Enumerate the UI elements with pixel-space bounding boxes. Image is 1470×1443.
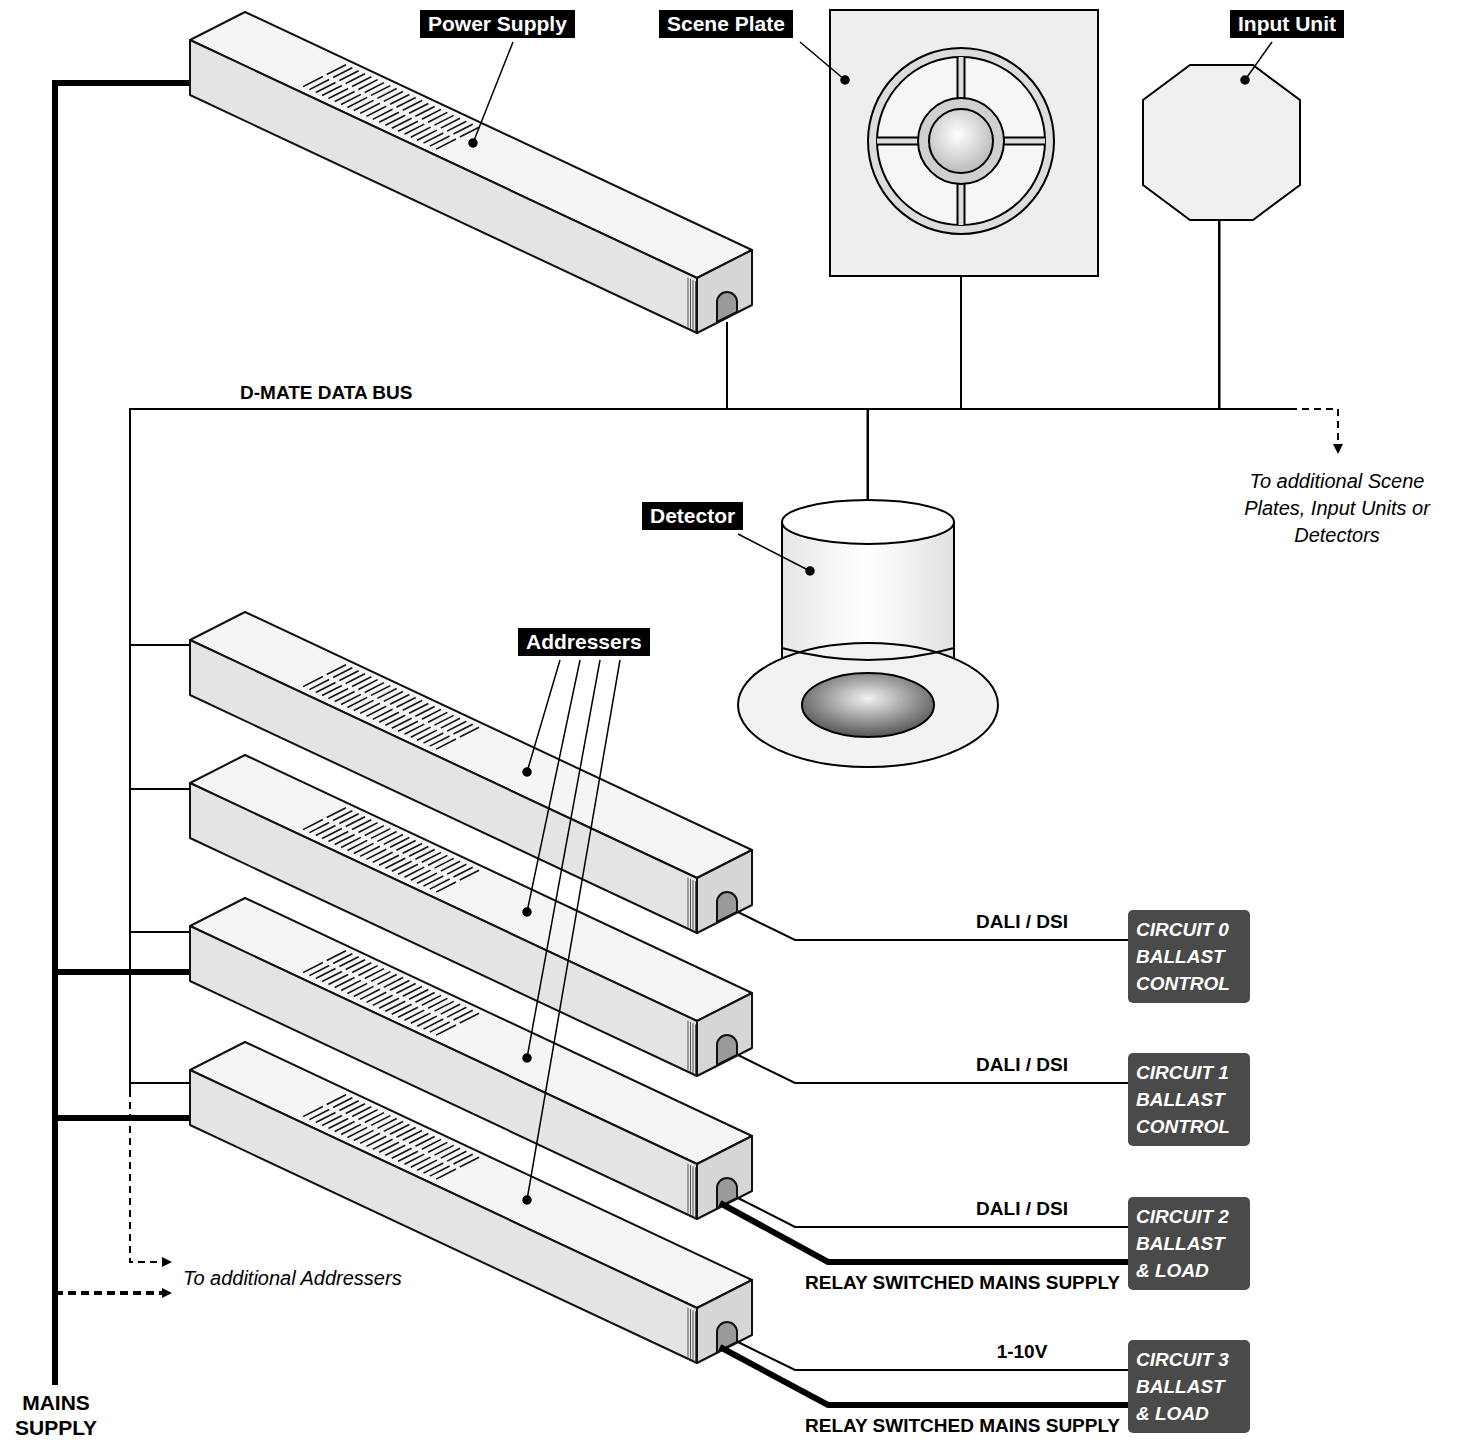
vent-slot <box>436 739 456 749</box>
bar-top <box>190 12 752 278</box>
bar-rib <box>688 1021 689 1071</box>
bar-rib <box>695 881 696 931</box>
vent-slot <box>460 727 479 737</box>
device-bar <box>190 12 752 333</box>
circuit-text: CIRCUIT 3 BALLAST & LOAD <box>1136 1346 1242 1427</box>
input-unit <box>1143 65 1300 220</box>
bar-end <box>697 250 752 333</box>
bar-rib <box>690 279 691 329</box>
device-bar <box>190 1042 752 1363</box>
circuit-box: CIRCUIT 1 BALLAST CONTROL <box>1128 1053 1250 1146</box>
bus-connector <box>727 220 1220 409</box>
vent-slot <box>436 1025 456 1035</box>
circuit-text: CIRCUIT 0 BALLAST CONTROL <box>1136 916 1242 997</box>
device-wires <box>868 220 1219 500</box>
bar-rib <box>695 281 696 331</box>
bar-rib <box>693 1023 694 1073</box>
bus-continuation <box>130 1090 170 1262</box>
device-area: Detector <box>737 500 998 767</box>
bar-end <box>697 850 752 933</box>
callout-tag: Scene Plate <box>659 10 793 38</box>
device-area: Scene Plate <box>827 10 1095 276</box>
bus-connector <box>727 276 961 409</box>
relay-mains <box>720 1203 1128 1405</box>
bar-end <box>697 993 752 1076</box>
callout-tag: Detector <box>642 502 743 530</box>
signal-label: RELAY SWITCHED MAINS SUPPLY <box>760 1271 1120 1295</box>
detector <box>738 500 998 767</box>
scene-plate <box>830 10 1098 276</box>
signal-label: RELAY SWITCHED MAINS SUPPLY <box>760 1414 1120 1438</box>
bar-socket <box>717 1035 737 1065</box>
circuit-text: CIRCUIT 2 BALLAST & LOAD <box>1136 1203 1242 1284</box>
note: To additional Scene Plates, Input Units … <box>1219 468 1455 549</box>
device-area: Power Supply <box>190 12 752 333</box>
bar-socket <box>717 292 737 322</box>
bar-socket <box>717 892 737 922</box>
bus-label: D-MATE DATA BUS <box>240 381 412 405</box>
leader-lines <box>469 42 1272 1204</box>
bar-rib <box>688 1308 689 1358</box>
bar-rib <box>690 879 691 929</box>
callout-tag: Power Supply <box>420 10 575 38</box>
bar-rib <box>695 1311 696 1361</box>
bar-rib <box>690 1309 691 1359</box>
callout-tag: Input Unit <box>1230 10 1344 38</box>
vent-slot <box>460 1013 479 1023</box>
bus-continuation <box>1290 409 1338 452</box>
callout-tag: Addressers <box>518 628 650 656</box>
circuit-box: CIRCUIT 3 BALLAST & LOAD <box>1128 1340 1250 1433</box>
signal-label: DALI / DSI <box>922 1197 1122 1221</box>
bar-rib <box>688 278 689 328</box>
vent-slot <box>460 870 479 880</box>
circuit-box: CIRCUIT 0 BALLAST CONTROL <box>1128 910 1250 1003</box>
bar-rib <box>695 1167 696 1217</box>
bar-front <box>190 1070 697 1363</box>
vent-slot <box>436 1169 456 1179</box>
circuit-text: CIRCUIT 1 BALLAST CONTROL <box>1136 1059 1242 1140</box>
vent-slot <box>436 882 456 892</box>
bar-rib <box>695 1024 696 1074</box>
vent-slot <box>460 1157 479 1167</box>
signal-label: 1-10V <box>922 1340 1122 1364</box>
bar-rib <box>690 1022 691 1072</box>
mains-continuation <box>55 1291 170 1295</box>
mains-wiring <box>55 83 192 1385</box>
bar-rib <box>693 880 694 930</box>
bus-connector <box>727 333 868 500</box>
bar-rib <box>690 1165 691 1215</box>
bar-front <box>190 40 697 333</box>
bar-rib <box>688 1164 689 1214</box>
vent-slot <box>436 139 456 149</box>
bar-rib <box>693 1310 694 1360</box>
device-bars <box>190 12 752 1363</box>
device-area: Input Unit <box>1141 65 1298 220</box>
output-wires <box>738 912 1128 1370</box>
bar-rib <box>693 1166 694 1216</box>
supply-label: MAINS SUPPLY <box>2 1390 110 1440</box>
note: To additional Addressers <box>183 1265 402 1292</box>
circuit-box: CIRCUIT 2 BALLAST & LOAD <box>1128 1197 1250 1290</box>
signal-label: DALI / DSI <box>922 910 1122 934</box>
bar-rib <box>693 280 694 330</box>
bar-rib <box>688 878 689 928</box>
signal-label: DALI / DSI <box>922 1053 1122 1077</box>
